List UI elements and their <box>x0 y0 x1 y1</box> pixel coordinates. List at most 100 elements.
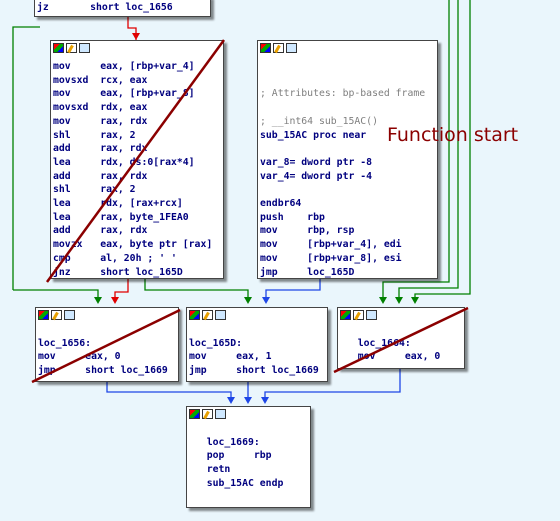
edit-icon[interactable] <box>353 310 364 320</box>
loc-165d-block[interactable]: loc_165D: mov eax, 1 jmp short loc_1669 <box>186 307 328 382</box>
edit-icon[interactable] <box>202 409 213 419</box>
math-line: mov eax, [rbp+var_8] <box>53 88 195 99</box>
edit-icon[interactable] <box>51 310 62 320</box>
math-line: movsxd rdx, eax <box>53 102 147 113</box>
mnemonic: add <box>53 170 101 182</box>
entry-line-push: push rbp <box>260 211 325 223</box>
loc-1664-label: loc_1664: <box>340 337 411 349</box>
xref-icon[interactable] <box>366 310 377 320</box>
function-start-annotation: Function start <box>387 124 519 146</box>
signature-comment: ; __int64 sub_15AC() <box>260 115 378 127</box>
block-header <box>187 308 327 323</box>
top-fragment-operand: short loc_1656 <box>90 2 173 13</box>
mnemonic: add <box>53 225 101 237</box>
edge-green-right-1-arrow <box>379 297 387 304</box>
edit-icon[interactable] <box>66 43 77 53</box>
var4-line: var_4= dword ptr -4 <box>260 170 373 182</box>
graph-icon[interactable] <box>53 43 64 53</box>
math-line: lea rax, byte_1FEA0 <box>53 212 189 223</box>
edge-1656-to-1669 <box>106 382 232 402</box>
mnemonic: shl <box>53 129 101 141</box>
math-line: add rax, rdx <box>53 171 147 182</box>
block-header <box>36 308 178 323</box>
graph-icon[interactable] <box>189 310 200 320</box>
mnemonic: jnz <box>53 266 101 278</box>
block-header <box>258 41 437 56</box>
var8-line: var_8= dword ptr -8 <box>260 156 373 168</box>
loc-1669-label: loc_1669: <box>189 436 260 448</box>
top-fragment-block[interactable]: jz short loc_1656 <box>34 0 211 17</box>
edge-green-right-1 <box>382 0 450 302</box>
xref-icon[interactable] <box>215 409 226 419</box>
operand: rax, rdx <box>100 115 148 127</box>
edge-green-right-2 <box>398 0 459 302</box>
operand: eax, [rbp+var_8] <box>100 88 195 100</box>
math-line: shl rax, 2 <box>53 130 136 141</box>
entry-line-mov3: mov [rbp+var_8], esi <box>260 252 402 264</box>
edge-green-right-2-arrow <box>395 297 403 304</box>
operand: eax, byte ptr [rax] <box>100 239 213 251</box>
mnemonic: cmp <box>53 252 101 264</box>
graph-icon[interactable] <box>260 43 271 53</box>
edge-math-to-1656-arrow <box>111 297 119 304</box>
math-code: mov eax, [rbp+var_4] movsxd rcx, eax mov… <box>51 56 223 279</box>
entry-line-jmp: jmp loc_165D <box>260 266 355 278</box>
operand: eax, [rbp+var_4] <box>100 61 195 72</box>
math-line: add rax, rdx <box>53 143 147 154</box>
block-header <box>51 41 223 56</box>
xref-icon[interactable] <box>286 43 297 53</box>
edge-1664-to-1669-arrow <box>261 397 269 404</box>
edge-math-to-165d-arrow <box>244 297 252 304</box>
edge-entry-to-165d-arrow <box>262 297 270 304</box>
edge-green-left-arrow <box>94 297 102 304</box>
edit-icon[interactable] <box>273 43 284 53</box>
math-line: jnz short loc_165D <box>53 267 183 278</box>
operand: rdx, [rax+rcx] <box>100 198 183 210</box>
entry-line-mov2: mov [rbp+var_4], edi <box>260 239 402 251</box>
entry-line-mov1: mov rbp, rsp <box>260 225 355 237</box>
loc-1664-block[interactable]: loc_1664: mov eax, 0 <box>337 307 465 369</box>
math-block[interactable]: mov eax, [rbp+var_4] movsxd rcx, eax mov… <box>50 40 224 279</box>
math-line: movsxd rcx, eax <box>53 75 147 86</box>
mnemonic: movzx <box>53 239 101 251</box>
xref-icon[interactable] <box>64 310 75 320</box>
entry-line-endbr: endbr64 <box>260 198 302 210</box>
endp-line: sub_15AC endp <box>189 477 284 489</box>
attributes-comment: ; Attributes: bp-based frame <box>260 88 426 100</box>
operand: al, 20h ; ' ' <box>100 252 177 264</box>
block-header <box>187 407 310 422</box>
loc-1664-code: loc_1664: mov eax, 0 <box>340 337 441 363</box>
edge-entry-to-165d <box>265 279 321 302</box>
edge-green-left <box>12 26 40 290</box>
graph-icon[interactable] <box>340 310 351 320</box>
graph-icon[interactable] <box>189 409 200 419</box>
mnemonic: mov <box>53 88 101 100</box>
entry-block[interactable]: ; Attributes: bp-based frame ; __int64 s… <box>257 40 438 279</box>
loc-1669-block[interactable]: loc_1669: pop rbp retn sub_15AC endp <box>186 406 311 508</box>
operand: rax, 2 <box>100 184 136 196</box>
edit-icon[interactable] <box>202 310 213 320</box>
top-fragment-mnemonic: jz <box>37 2 49 13</box>
operand: rax, rdx <box>100 170 148 182</box>
math-line: lea rdx, [rax+rcx] <box>53 198 183 209</box>
xref-icon[interactable] <box>79 43 90 53</box>
xref-icon[interactable] <box>215 310 226 320</box>
proc-line: sub_15AC proc near <box>260 129 367 141</box>
math-line: mov rax, rdx <box>53 116 147 127</box>
operand: rdx, eax <box>100 102 148 114</box>
graph-icon[interactable] <box>38 310 49 320</box>
loc-165d-code: loc_165D: mov eax, 1 jmp short loc_1669 <box>189 337 319 377</box>
edge-green-right-3-arrow <box>411 297 419 304</box>
mnemonic: movsxd <box>53 74 101 86</box>
mnemonic: shl <box>53 184 101 196</box>
loc-1669-code: loc_1669: pop rbp retn sub_15AC endp <box>189 436 284 489</box>
operand: rax, rdx <box>100 143 148 155</box>
loc-1656-block[interactable]: loc_1656: mov eax, 0 jmp short loc_1669 <box>35 307 179 382</box>
math-line: movzx eax, byte ptr [rax] <box>53 239 212 250</box>
math-line: shl rax, 2 <box>53 184 136 195</box>
block-header <box>338 308 464 323</box>
math-line: cmp al, 20h ; ' ' <box>53 253 177 264</box>
math-line: add rax, rdx <box>53 225 147 236</box>
edge-1656-to-1669-arrow <box>227 397 235 404</box>
